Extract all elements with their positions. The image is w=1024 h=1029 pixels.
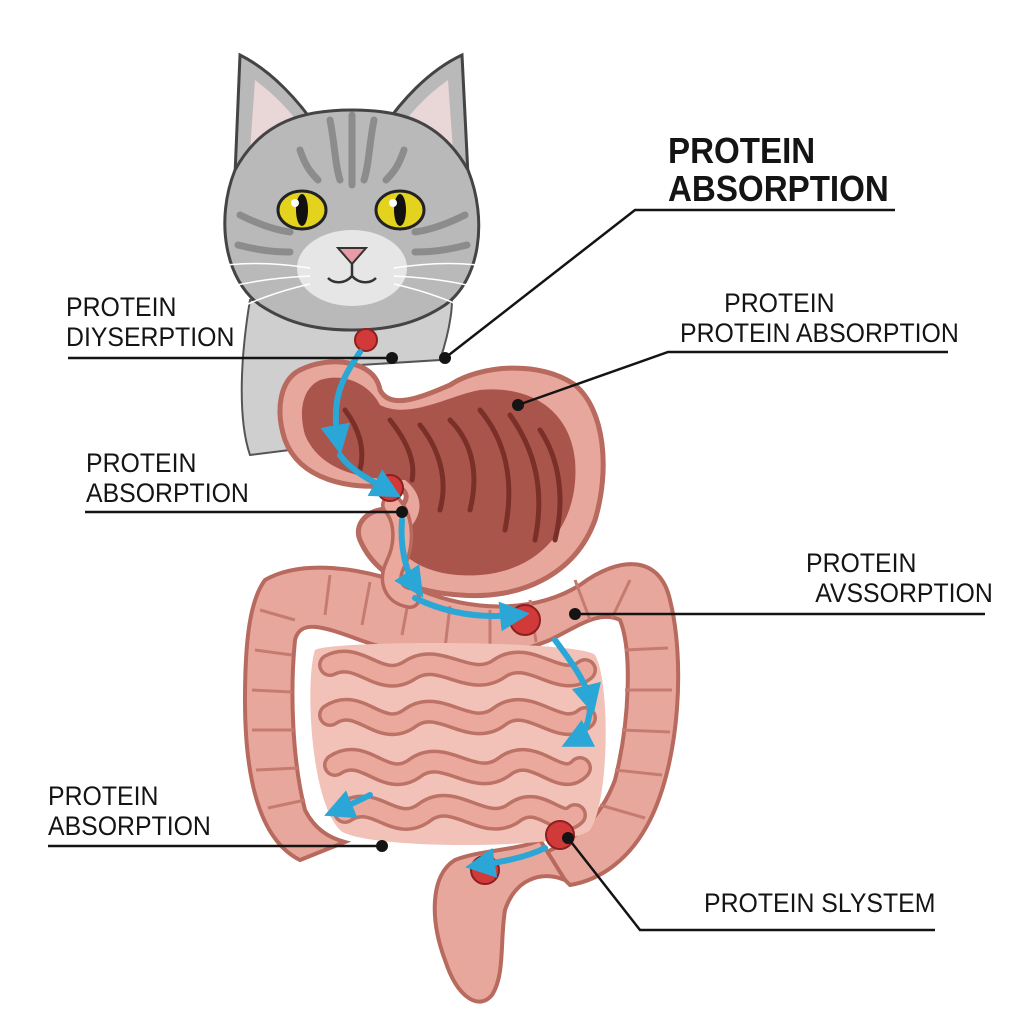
leader-dot — [386, 352, 398, 364]
leader-dot — [396, 506, 408, 518]
leader-lines — [48, 208, 985, 932]
label-top-right: PROTEIN ABSORPTION — [668, 132, 889, 208]
label-line: AVSSORPTION — [815, 578, 993, 609]
label-left-lower: PROTEIN ABSORPTION — [48, 781, 211, 841]
cat-nose — [335, 247, 369, 266]
label-line: ABSORPTION — [668, 167, 889, 209]
leader-dot — [376, 840, 388, 852]
cat-head — [223, 108, 481, 332]
flow-arrow-icon — [394, 517, 424, 598]
flow-arrow-icon — [465, 845, 548, 878]
leader-dot — [512, 399, 524, 411]
flow-arrow-icon — [412, 595, 530, 632]
leader-line — [517, 350, 948, 407]
label-line: PROTEIN — [66, 292, 177, 322]
label-line: PROTEIN SLYSTEM — [704, 888, 936, 918]
label-right-upper: PROTEIN PROTEIN ABSORPTION — [680, 288, 959, 348]
highlight-spot — [509, 604, 541, 636]
label-line: PROTEIN — [724, 288, 835, 318]
label-line: DIYSERPTION — [66, 322, 235, 353]
stomach-illustration — [277, 359, 606, 609]
label-line: PROTEIN ABSORPTION — [680, 318, 959, 349]
flow-arrow-icon — [552, 637, 601, 715]
leader-line — [567, 837, 935, 932]
label-line: ABSORPTION — [86, 478, 249, 509]
label-line: PROTEIN — [806, 548, 917, 578]
flow-arrow-icon — [324, 790, 373, 819]
leader-dot — [562, 832, 574, 844]
label-line: PROTEIN — [668, 130, 816, 171]
leader-dot — [569, 608, 581, 620]
label-right-lower: PROTEIN SLYSTEM — [704, 888, 935, 918]
label-line: ABSORPTION — [48, 811, 211, 842]
highlight-spot — [354, 328, 378, 352]
leader-dot — [439, 352, 451, 364]
leader-dots — [376, 352, 581, 852]
label-right-middle: PROTEIN AVSSORPTION — [806, 548, 993, 608]
rectum — [432, 837, 570, 1004]
label-left-upper: PROTEIN DIYSERPTION — [66, 292, 234, 352]
flow-arrows — [320, 349, 601, 878]
leader-line — [444, 208, 895, 359]
label-left-middle: PROTEIN ABSORPTION — [86, 448, 249, 508]
label-line: PROTEIN — [86, 448, 197, 478]
flow-arrow-icon — [337, 452, 402, 498]
small-intestine-illustration — [310, 643, 606, 845]
label-line: PROTEIN — [48, 781, 159, 811]
flow-arrow-icon — [561, 702, 596, 747]
